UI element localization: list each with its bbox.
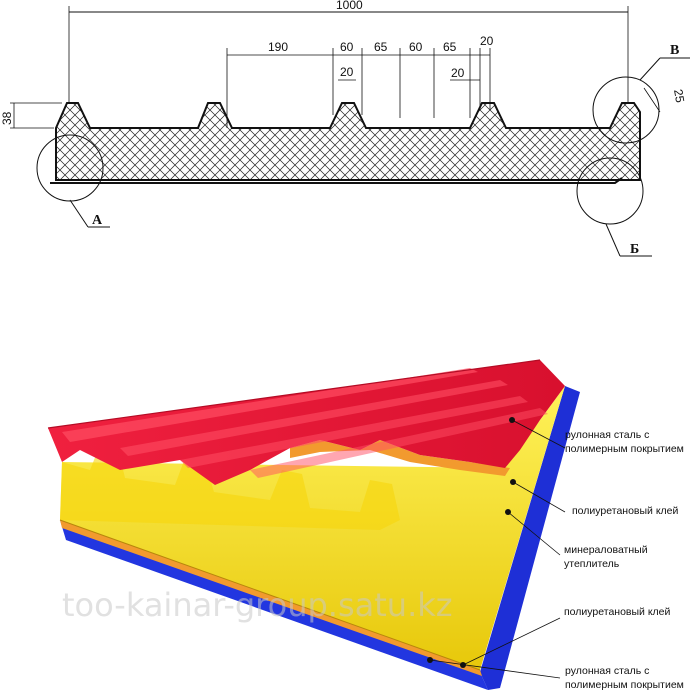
- dim-20-mid: 20: [340, 65, 354, 79]
- profile-drawing: 1000 190 60 65 60 65 20 20 20 38 25: [0, 0, 690, 257]
- insulation-core: [60, 386, 565, 670]
- detail-circle-a: [36, 134, 104, 202]
- bottom-steel-layer: [480, 386, 580, 690]
- dim-190: 190: [268, 40, 288, 54]
- dim-65a: 65: [374, 40, 388, 54]
- label-insulation: минераловатный утеплитель: [564, 544, 651, 570]
- marker-a: А: [92, 213, 103, 228]
- dim-total-width: 1000: [336, 0, 363, 12]
- label-adhesive-top: полиуретановый клей: [572, 505, 679, 517]
- dim-rib: 25: [671, 88, 687, 104]
- dim-20-right: 20: [451, 66, 465, 80]
- panel-3d: [47, 359, 580, 690]
- dim-60a: 60: [340, 40, 354, 54]
- top-adhesive: [290, 440, 510, 476]
- dim-20-top: 20: [480, 34, 494, 48]
- label-bottom-steel: рулонная сталь с полимерным покрытием: [565, 665, 684, 691]
- bottom-sheet: [50, 177, 623, 184]
- bottom-adhesive: [60, 520, 482, 676]
- dim-60b: 60: [409, 40, 423, 54]
- detail-circle-b: [576, 157, 644, 225]
- watermark: too-kainar-group.satu.kz: [62, 586, 453, 624]
- marker-b: Б: [630, 242, 639, 257]
- label-top-steel: рулонная сталь с полимерным покрытием: [565, 429, 684, 455]
- marker-v: В: [670, 43, 679, 58]
- dim-height: 38: [0, 111, 14, 125]
- dim-65b: 65: [443, 40, 457, 54]
- label-adhesive-bottom: полиуретановый клей: [564, 606, 671, 618]
- detail-circle-v: [592, 76, 660, 144]
- panel-core: [55, 102, 641, 181]
